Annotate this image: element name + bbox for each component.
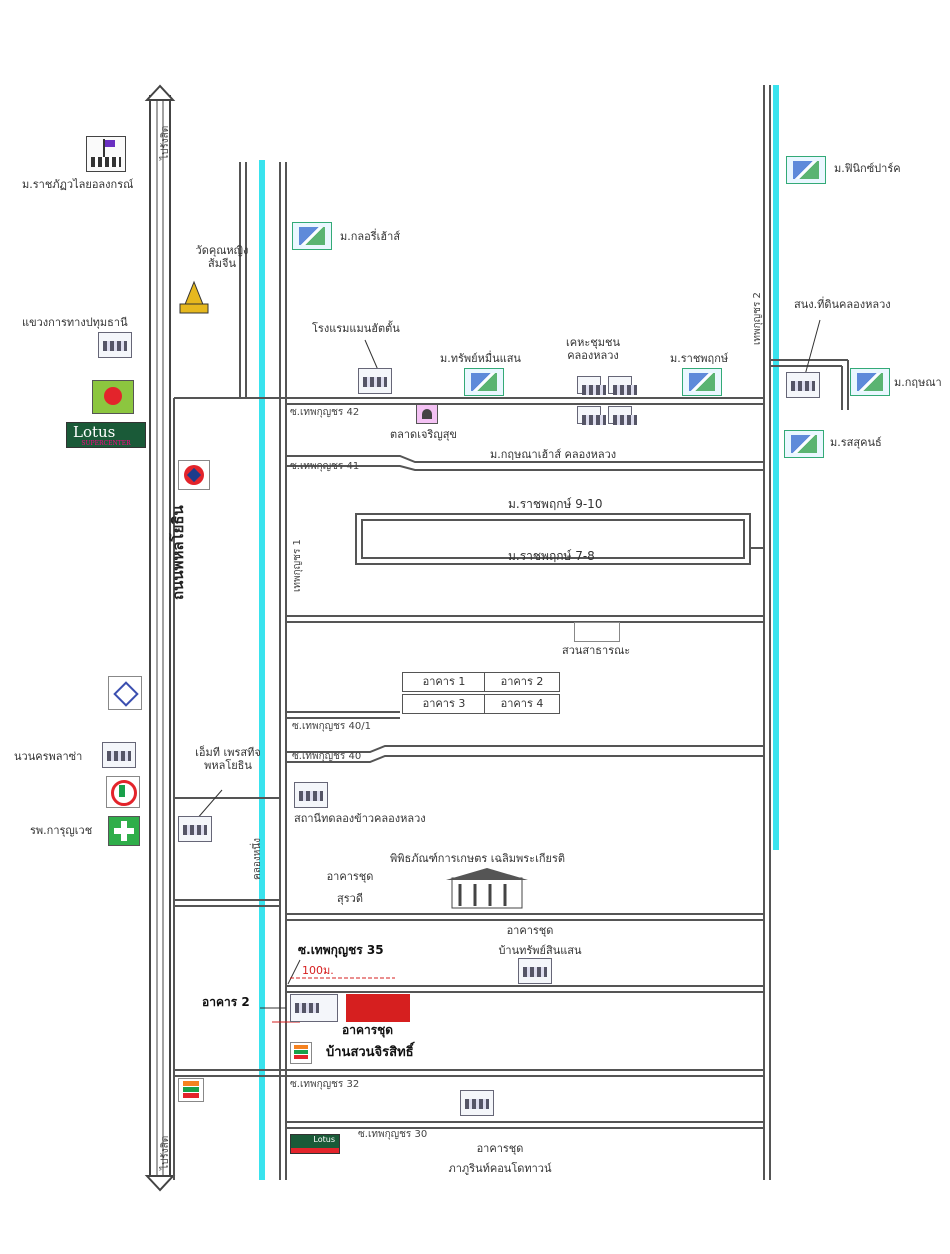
- lotus-logo-icon: Lotus SUPERCENTER: [66, 422, 146, 448]
- building-icon: [460, 1090, 494, 1116]
- building-icon: [290, 994, 338, 1022]
- bank-icon: [108, 676, 142, 710]
- rachaphruk-label: ม.ราชพฤกษ์: [670, 352, 729, 365]
- park-icon: [574, 622, 620, 642]
- lotus-express-text: Lotus: [313, 1135, 335, 1144]
- north-arrow-icon: [144, 84, 176, 101]
- to-north-label: ไปรังสิต: [160, 125, 171, 160]
- rajabhat-label: ม.ราชภัฏวไลยอลงกรณ์: [22, 178, 134, 191]
- condo-sap-line2: บ้านทรัพย์สินแสน: [498, 944, 582, 957]
- bldg3-box: อาคาร 3: [402, 694, 486, 714]
- seven-eleven-icon: [178, 1078, 204, 1102]
- museum-icon: [446, 868, 528, 909]
- building-icon: [178, 816, 212, 842]
- condo-sap-line1: อาคารชุด: [506, 924, 554, 937]
- building-icon: [577, 376, 606, 395]
- condo-surawadee-line2: สุรวดี: [337, 892, 363, 905]
- canal-label: คลองหนึ่ง: [252, 837, 263, 880]
- tambon-office-label: สนง.ที่ดินคลองหลวง: [794, 298, 891, 311]
- kheha-label: เคหะชุมชนคลองหลวง: [566, 336, 620, 362]
- park-label: สวนสาธารณะ: [562, 644, 631, 657]
- building-icon: [608, 376, 637, 395]
- lotus-logo-icon: Lotus: [290, 1134, 340, 1154]
- bldg2-box: อาคาร 2: [484, 672, 560, 692]
- building-icon: [358, 368, 392, 394]
- rachaphruk-9-10-label: ม.ราชพฤกษ์ 9-10: [508, 497, 603, 511]
- bldg4-box: อาคาร 4: [484, 694, 560, 714]
- soi-35-label: ซ.เทพกุญชร 35: [298, 943, 384, 957]
- museum-label: พิพิธภัณฑ์การเกษตร เฉลิมพระเกียรติ: [390, 852, 565, 865]
- market-label: ตลาดเจริญสุข: [390, 428, 457, 441]
- seven-eleven-icon: [290, 1042, 312, 1064]
- phahonyothin-road: [149, 95, 171, 1180]
- soi-1-label: เทพกุญชร 1: [292, 539, 303, 592]
- house-icon: [464, 368, 504, 396]
- road-network: [173, 85, 849, 1180]
- kanokphan-right-label: ม.กฤษณา: [894, 376, 942, 389]
- nawanakorn-label: นวนครพลาซ่า: [14, 750, 83, 763]
- house-icon: [682, 368, 722, 396]
- target-condo-line2: บ้านสวนจิรสิทธิ์: [326, 1045, 414, 1060]
- soi-40-1-label: ซ.เทพกุญชร 40/1: [292, 721, 371, 732]
- soi-2-label: เทพกุญชร 2: [752, 292, 763, 345]
- soi-30-label: ซ.เทพกุญชร 30: [358, 1129, 428, 1140]
- condo-south-line1: อาคารชุด: [476, 1142, 524, 1155]
- lotus-sub: SUPERCENTER: [81, 440, 131, 447]
- building-icon: [102, 742, 136, 768]
- building-icon: [577, 406, 606, 425]
- soi-40-label: ซ.เทพกุญชร 40: [292, 751, 362, 762]
- highway-label: ถนนพหลโยธิน: [169, 505, 187, 600]
- hotel-label: โรงแรมแมนฮัตตั้น: [312, 322, 400, 335]
- market-icon: [416, 404, 438, 424]
- target-building-label: อาคาร 2: [202, 995, 250, 1009]
- soi-32-label: ซ.เทพกุญชร 32: [290, 1079, 360, 1090]
- cmt-label: เอ็มที เพรสทีจ พหลโยธิน: [195, 746, 261, 772]
- house-icon: [784, 430, 824, 458]
- distance-label: 100ม.: [302, 964, 334, 977]
- hospital-cross-icon: [108, 816, 140, 846]
- caltex-icon: [178, 460, 210, 490]
- building-icon: [518, 958, 552, 984]
- big-c-icon: [92, 380, 134, 414]
- condo-surawadee-line1: อาคารชุด: [326, 870, 374, 883]
- condo-south-line2: ภาภูรินท์คอนโดทาวน์: [448, 1162, 552, 1175]
- phoenix-label: ม.ฟินิกซ์ปาร์ค: [834, 162, 901, 175]
- wat-label: วัดคุณหญิงส้มจีน: [195, 244, 249, 270]
- rossukon-label: ม.รสสุคนธ์: [830, 436, 882, 449]
- kasikorn-icon: [106, 776, 140, 808]
- target-property: [346, 994, 410, 1022]
- building-icon: [608, 406, 637, 425]
- building-icon: [294, 782, 328, 808]
- temple-icon: [179, 280, 209, 314]
- glory-house-label: ม.กลอรี่เฮ้าส์: [340, 230, 401, 243]
- house-icon: [850, 368, 890, 396]
- sap-muen-saen-label: ม.ทรัพย์หมื่นแสน: [440, 352, 521, 365]
- leader-lines: [195, 319, 821, 1023]
- soi-42-label: ซ.เทพกุญชร 42: [290, 407, 360, 418]
- building-icon: [786, 372, 820, 398]
- house-icon: [786, 156, 826, 184]
- rachaphruk-7-8-label: ม.ราชพฤกษ์ 7-8: [508, 549, 595, 563]
- university-flag-icon: [86, 136, 126, 172]
- soi-41-label: ซ.เทพกุญชร 41: [290, 461, 360, 472]
- bldg1-box: อาคาร 1: [402, 672, 486, 692]
- south-arrow-icon: [144, 1175, 176, 1192]
- highway-office-label: แขวงการทางปทุมธานี: [22, 316, 128, 329]
- hospital-label: รพ.การุญเวช: [30, 824, 93, 837]
- kanokphan-klongluang-label: ม.กฤษณาเฮ้าส์ คลองหลวง: [490, 448, 617, 461]
- lotus-text: Lotus: [73, 423, 116, 441]
- building-icon: [98, 332, 132, 358]
- target-condo-line1: อาคารชุด: [342, 1023, 394, 1037]
- house-icon: [292, 222, 332, 250]
- rice-station-label: สถานีทดลองข้าวคลองหลวง: [294, 812, 426, 825]
- to-south-label: ไปรังสิต: [160, 1135, 171, 1170]
